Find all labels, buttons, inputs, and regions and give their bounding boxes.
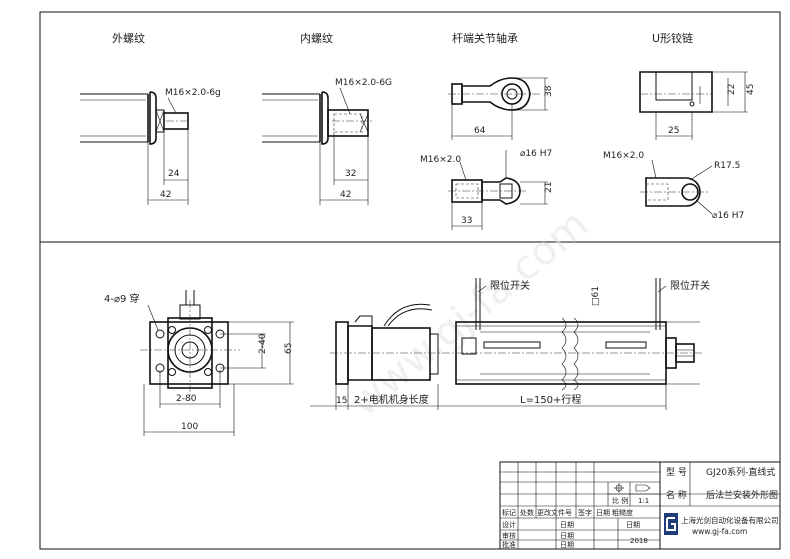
limit-switch-left-label: 限位开关 xyxy=(490,279,530,292)
scale-value: 1:1 xyxy=(638,497,649,505)
int-thread-title: 内螺纹 xyxy=(300,31,333,45)
title-block-grid xyxy=(499,461,781,550)
model-value: GJ20系列-直线式 xyxy=(706,466,775,478)
date-label: 日期 xyxy=(626,521,640,529)
flange-dim-65: 65 xyxy=(284,343,294,354)
int-thread-spec: M16×2.0-6G xyxy=(335,78,392,88)
clevis-dim-25: 25 xyxy=(668,126,679,136)
sign-date-design: 日期 xyxy=(560,521,574,529)
sign-date-review: 日期 xyxy=(560,532,574,540)
limit-switch-right-label: 限位开关 xyxy=(670,279,710,292)
rod-end-title: 杆端关节轴承 xyxy=(452,31,518,45)
rev-header-2: 更改文件号 xyxy=(537,508,572,517)
rev-header-5: 粗糙度 xyxy=(612,508,633,517)
rod-end-thread: M16×2.0 xyxy=(420,155,461,165)
int-thread-drawing xyxy=(262,87,372,205)
ext-thread-dim-24: 24 xyxy=(168,169,180,179)
rod-end-dim-33: 33 xyxy=(461,216,472,226)
int-thread-dim-42: 42 xyxy=(340,190,351,200)
dim-15: 15 xyxy=(336,396,347,406)
ext-thread-spec: M16×2.0-6g xyxy=(165,88,221,98)
rod-end-bottom-drawing xyxy=(448,150,548,230)
sign-role-design: 设计 xyxy=(502,520,516,529)
sign-role-approve: 批准 xyxy=(502,540,516,549)
scale-label: 比 例 xyxy=(612,496,628,505)
body-square-dim: □61 xyxy=(591,286,601,306)
model-label: 型 号 xyxy=(666,467,687,478)
clevis-title: U形铰链 xyxy=(652,31,693,45)
clevis-dim-22: 22 xyxy=(727,84,737,95)
clevis-radius: R17.5 xyxy=(714,161,740,171)
year: 2018 xyxy=(630,537,648,545)
rod-end-top-drawing xyxy=(448,77,548,140)
rev-header-0: 标记 xyxy=(502,508,516,517)
rev-header-4: 日期 xyxy=(596,509,610,517)
sign-role-review: 审核 xyxy=(502,531,516,540)
flange-dim-2-40: 2-40 xyxy=(258,333,268,354)
flange-dim-2-80: 2-80 xyxy=(176,394,197,404)
clevis-bore: ⌀16 H7 xyxy=(712,211,744,221)
flange-holes: 4-⌀9 穿 xyxy=(104,292,140,305)
flange-dim-100: 100 xyxy=(181,422,198,432)
rod-end-dim-21: 21 xyxy=(544,182,554,193)
clevis-bottom-drawing xyxy=(640,159,713,215)
sign-date-approve: 日期 xyxy=(560,541,574,549)
name-label: 名 称 xyxy=(666,489,687,501)
flange-drawing xyxy=(140,290,294,436)
clevis-top-drawing xyxy=(639,71,748,140)
rod-end-bore: ⌀16 H7 xyxy=(520,149,552,159)
name-value: 后法兰安装外形图 xyxy=(706,489,778,501)
watermark: www.gj-fa.com xyxy=(342,201,597,426)
int-thread-dim-32: 32 xyxy=(345,169,356,179)
border-frame xyxy=(39,11,781,550)
rod-end-dim-64: 64 xyxy=(474,126,486,136)
company-name: 上海光剑自动化设备有限公司 xyxy=(681,515,779,525)
dim-motor-length: 2+电机机身长度 xyxy=(354,393,429,406)
ext-thread-title: 外螺纹 xyxy=(112,31,145,45)
actuator-drawing xyxy=(310,278,702,410)
rev-header-3: 签字 xyxy=(578,508,592,517)
company-logo xyxy=(664,513,678,535)
ext-thread-drawing xyxy=(80,91,190,205)
dim-stroke: L=150+行程 xyxy=(520,393,581,406)
clevis-dim-45: 45 xyxy=(746,84,756,95)
rod-end-dim-38: 38 xyxy=(544,85,554,97)
rev-header-1: 处数 xyxy=(520,508,534,517)
company-website: www.gj-fa.com xyxy=(692,527,747,536)
clevis-thread: M16×2.0 xyxy=(603,151,644,161)
ext-thread-dim-42: 42 xyxy=(160,190,171,200)
